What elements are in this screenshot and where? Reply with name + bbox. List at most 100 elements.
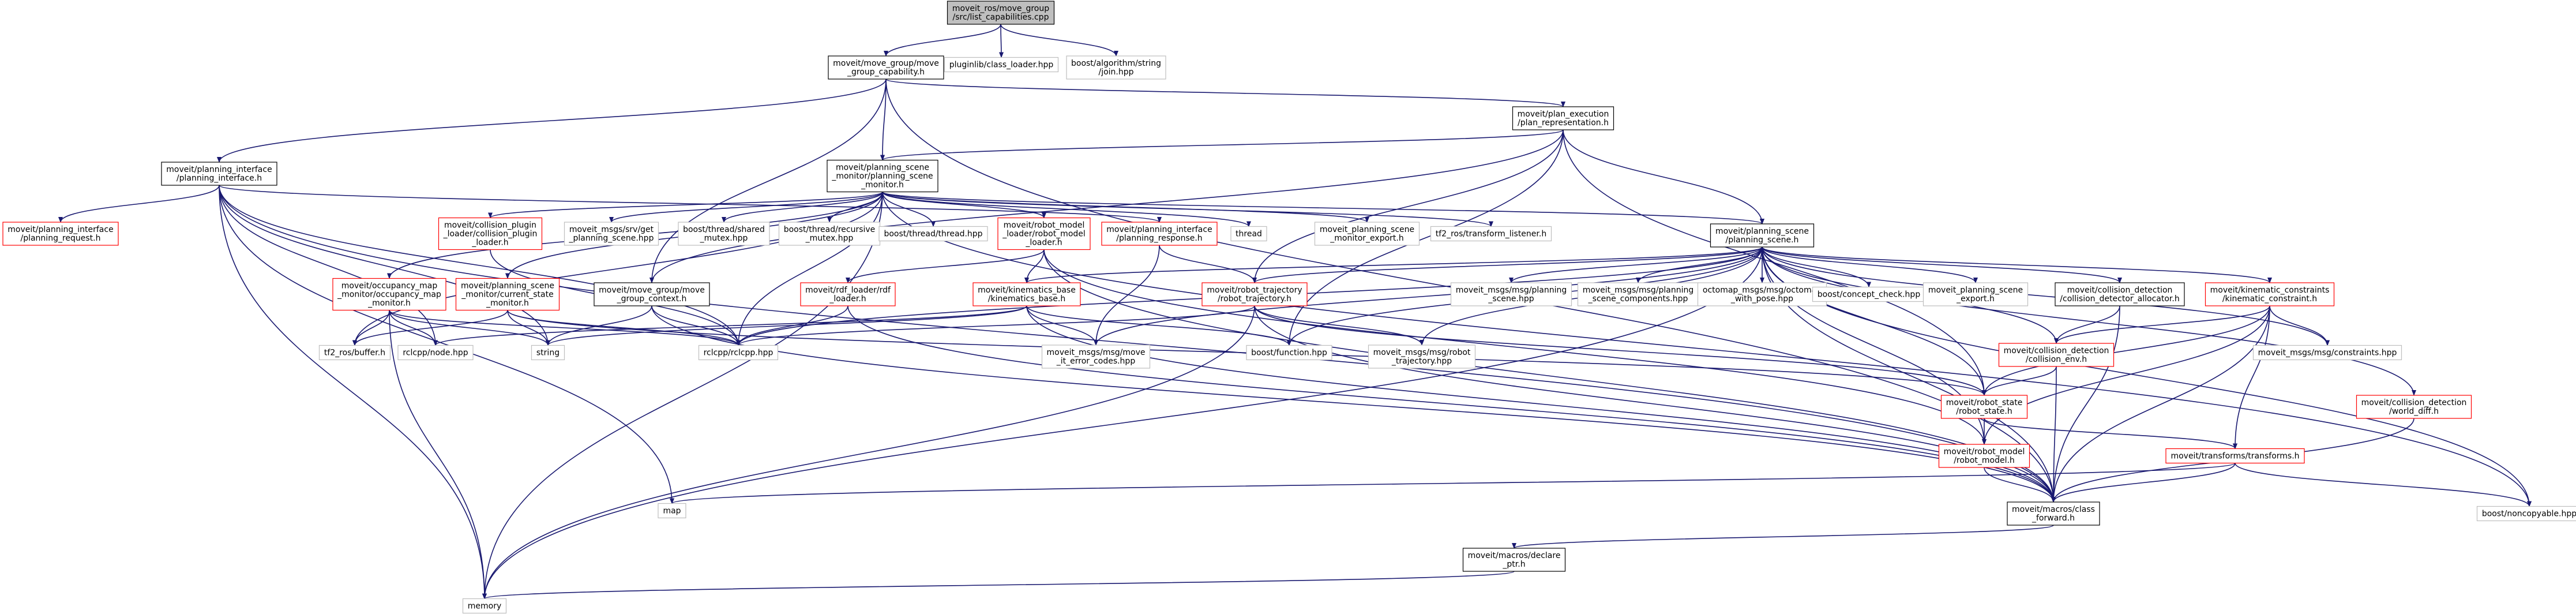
node-label: string <box>536 349 559 358</box>
node-tf2buffer[interactable]: tf2_ros/buffer.h <box>318 345 391 361</box>
edge-ps-to-kincon <box>1762 246 2272 283</box>
node-box <box>1041 345 1151 369</box>
node-sharedmutex[interactable]: boost/thread/shared_mutex.hpp <box>678 222 770 246</box>
edge-ps-to-worlddiff <box>1762 246 2416 396</box>
edge-pif-to-preq <box>58 185 220 223</box>
node-pif[interactable]: moveit/planning_interface/planning_inter… <box>161 162 277 186</box>
node-label: rclcpp/rclcpp.hpp <box>704 349 773 358</box>
edge-psm-to-rml <box>882 192 1046 219</box>
edge-presp-to-rtraj <box>1159 245 1257 283</box>
edge-presp-to-moveerr <box>1094 245 1160 346</box>
node-label: boost/function.hpp <box>1251 349 1327 358</box>
node-label: moveit/transforms/transforms.h <box>2171 452 2299 461</box>
node-box <box>2356 395 2472 419</box>
edge-kincon-to-rstate <box>1982 305 2270 396</box>
edge-psm-to-tf2listener <box>882 191 1493 227</box>
node-box <box>332 278 446 311</box>
edge-ps-to-conceptcheck <box>1762 246 1871 288</box>
node-mconstr[interactable]: moveit_msgs/msg/constraints.hpp <box>2252 345 2402 361</box>
node-box <box>1922 282 2029 306</box>
node-box <box>531 345 565 361</box>
node-moveerr[interactable]: moveit_msgs/msg/move_it_error_codes.hpp <box>1041 345 1151 369</box>
node-psexport[interactable]: moveit_planning_scene_export.h <box>1922 282 2029 306</box>
node-mgctx[interactable]: moveit/move_group/move_group_context.h <box>594 282 710 306</box>
node-rtraj[interactable]: moveit/robot_trajectory/robot_trajectory… <box>1201 282 1308 306</box>
edge-psm-to-sharedmutex <box>722 192 883 223</box>
node-label: moveit/collision_detection <box>2004 346 2109 355</box>
node-rmodel[interactable]: moveit/robot_model/robot_model.h <box>1938 444 2030 468</box>
node-kinbase[interactable]: moveit/kinematics_base/kinematics_base.h <box>972 282 1081 306</box>
node-mpscomp[interactable]: moveit_msgs/msg/planning_scene_component… <box>1577 282 1699 306</box>
node-rclcpp[interactable]: rclcpp/rclcpp.hpp <box>698 345 779 361</box>
edge-ps-to-memory <box>482 246 1763 600</box>
edge-pif-to-rclnode <box>219 185 438 346</box>
node-label: map <box>663 507 681 516</box>
node-rclnode[interactable]: rclcpp/node.hpp <box>397 345 474 361</box>
node-label: _trajectory.hpp <box>1391 357 1452 366</box>
node-box <box>2165 448 2305 464</box>
node-box <box>1462 548 1566 572</box>
node-recmutex[interactable]: boost/thread/recursive_mutex.hpp <box>778 222 881 246</box>
node-label: moveit_msgs/msg/constraints.hpp <box>2258 349 2397 358</box>
node-label: rclcpp/node.hpp <box>403 349 468 358</box>
node-root[interactable]: moveit_ros/move_group/src/list_capabilit… <box>947 1 1055 25</box>
node-worlddiff[interactable]: moveit/collision_detection/world_diff.h <box>2356 395 2472 419</box>
node-map[interactable]: map <box>658 503 686 519</box>
node-collplugin[interactable]: moveit/collision_plugin_loader/collision… <box>438 217 543 250</box>
edge-pif-to-classfwd <box>219 185 2056 503</box>
node-ps[interactable]: moveit/planning_scene/planning_scene.h <box>1710 223 1815 248</box>
edge-declptr-to-memory <box>482 571 1515 600</box>
node-boostfunc[interactable]: boost/function.hpp <box>1246 345 1332 361</box>
node-mgcap[interactable]: moveit/move_group/move_group_capability.… <box>828 55 944 80</box>
node-box <box>2 222 119 246</box>
node-occmap[interactable]: moveit/occupancy_map_monitor/occupancy_m… <box>332 278 446 311</box>
node-classfwd[interactable]: moveit/macros/class_forward.h <box>2007 501 2100 526</box>
node-box <box>698 345 779 361</box>
node-label: boost/noncopyable.hpp <box>2482 510 2576 519</box>
node-presp[interactable]: moveit/planning_interface/planning_respo… <box>1101 222 1218 246</box>
node-label: /robot_trajectory.h <box>1218 294 1291 304</box>
node-box <box>1940 395 2028 419</box>
node-psmexport[interactable]: moveit_planning_scene_monitor_export.h <box>1314 222 1420 246</box>
node-rstate[interactable]: moveit/robot_state/robot_state.h <box>1940 395 2028 419</box>
node-box <box>1450 282 1572 306</box>
node-label: /kinematics_base.h <box>988 294 1065 304</box>
node-label: moveit_msgs/msg/planning <box>1456 286 1567 295</box>
edge-mgcap-to-planexec <box>885 78 1565 107</box>
node-string[interactable]: string <box>531 345 565 361</box>
node-mrobtraj[interactable]: moveit_msgs/msg/robot_trajectory.hpp <box>1368 345 1476 369</box>
node-rml[interactable]: moveit/robot_model_loader/robot_model_lo… <box>997 217 1091 250</box>
node-declptr[interactable]: moveit/macros/declare_ptr.h <box>1462 548 1566 572</box>
node-thread_hpp[interactable]: boost/thread/thread.hpp <box>878 226 988 242</box>
node-planexec[interactable]: moveit/plan_execution/plan_representatio… <box>1512 106 1614 130</box>
node-box <box>1512 106 1614 130</box>
node-csm[interactable]: moveit/planning_scene_monitor/current_st… <box>455 278 560 311</box>
edge-csm-to-tf2buffer <box>352 310 508 346</box>
node-label: moveit_msgs/msg/robot <box>1373 348 1471 357</box>
node-cdalloc[interactable]: moveit/collision_detection/collision_det… <box>2055 282 2185 306</box>
node-octomap[interactable]: octomap_msgs/msg/octomap_with_pose.hpp <box>1697 282 1827 306</box>
node-boostalgo[interactable]: boost/algorithm/string/join.hpp <box>1066 55 1166 80</box>
node-urdf[interactable]: moveit/rdf_loader/rdf_loader.h <box>800 282 896 306</box>
node-tf2listener[interactable]: tf2_ros/transform_listener.h <box>1430 226 1552 242</box>
node-kincon[interactable]: moveit/kinematic_constraints/kinematic_c… <box>2205 282 2335 306</box>
node-label: moveit/robot_state <box>1946 398 2023 407</box>
node-mpscene[interactable]: moveit_msgs/msg/planning_scene.hpp <box>1450 282 1572 306</box>
node-preq[interactable]: moveit/planning_interface/planning_reque… <box>2 222 119 246</box>
node-thread[interactable]: thread <box>1230 226 1267 242</box>
node-srvgetps[interactable]: moveit_msgs/srv/get_planning_scene.hpp <box>564 222 659 246</box>
node-memory[interactable]: memory <box>462 598 507 614</box>
node-pluginlib[interactable]: pluginlib/class_loader.hpp <box>944 57 1059 73</box>
edge-root-to-boostalgo <box>1000 24 1118 57</box>
node-label: boost/thread/recursive <box>784 225 876 234</box>
node-psm[interactable]: moveit/planning_scene_monitor/planning_s… <box>827 159 938 193</box>
node-label: /collision_env.h <box>2026 355 2087 364</box>
node-conceptcheck[interactable]: boost/concept_check.hpp <box>1812 286 1926 302</box>
node-box <box>1430 226 1552 242</box>
node-transforms[interactable]: moveit/transforms/transforms.h <box>2165 448 2305 464</box>
node-noncopy[interactable]: boost/noncopyable.hpp <box>2476 506 2576 522</box>
edge-rtraj-to-memory <box>482 305 1255 600</box>
edge-psm-to-ps <box>882 191 1764 224</box>
node-cenv[interactable]: moveit/collision_detection/collision_env… <box>1998 343 2115 367</box>
